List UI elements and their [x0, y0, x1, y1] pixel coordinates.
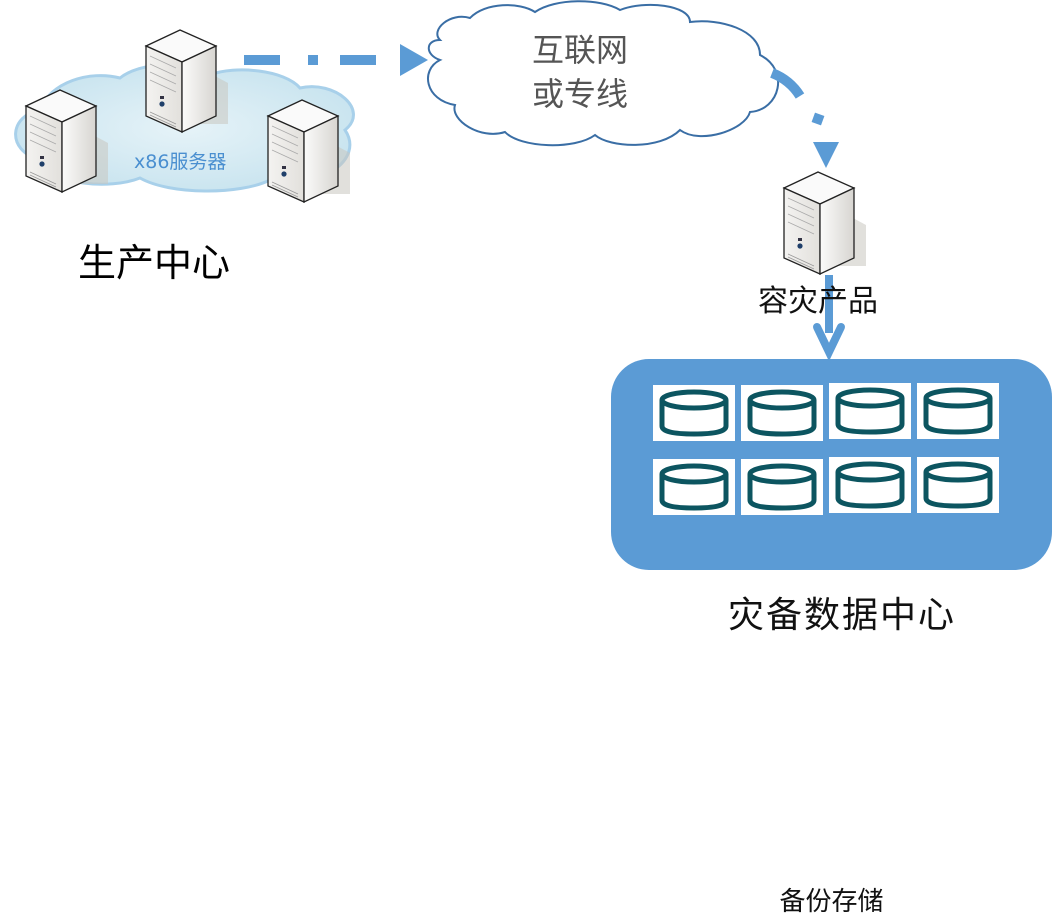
arrow-network-to-dr-product [770, 68, 839, 168]
database-icon [920, 460, 996, 510]
disk-tile [829, 383, 911, 439]
database-icon [744, 388, 820, 438]
network-label-line1: 互联网 [532, 31, 629, 69]
disk-tile [829, 457, 911, 513]
diagram-canvas [14, 0, 867, 362]
database-icon [832, 460, 908, 510]
database-icon [744, 462, 820, 512]
backup-storage-box: 备份存储 [611, 359, 1052, 917]
database-icon [656, 388, 732, 438]
disk-tile [917, 383, 999, 439]
server-icon [267, 99, 351, 203]
production-center-title: 生产中心 [78, 241, 231, 285]
x86-server-label: x86服务器 [134, 151, 227, 173]
dr-center-title: 灾备数据中心 [728, 595, 957, 636]
disk-tile [653, 385, 735, 441]
backup-storage-label: 备份存储 [779, 887, 884, 917]
database-icon [920, 386, 996, 436]
dr-product-server-icon [783, 171, 867, 275]
network-cloud [427, 0, 779, 147]
server-icon [25, 89, 109, 193]
disk-tile [741, 385, 823, 441]
disk-tile [741, 459, 823, 515]
dr-product-label: 容灾产品 [758, 284, 878, 319]
disk-tile [917, 457, 999, 513]
disk-tile [653, 459, 735, 515]
arrow-production-to-network [244, 44, 428, 76]
arrow-dr-product-to-storage [813, 275, 845, 362]
database-icon [832, 386, 908, 436]
server-icon [145, 29, 229, 133]
network-label-line2: 或专线 [532, 75, 629, 113]
network-label: 互联网 或专线 [532, 28, 628, 116]
database-icon [656, 462, 732, 512]
